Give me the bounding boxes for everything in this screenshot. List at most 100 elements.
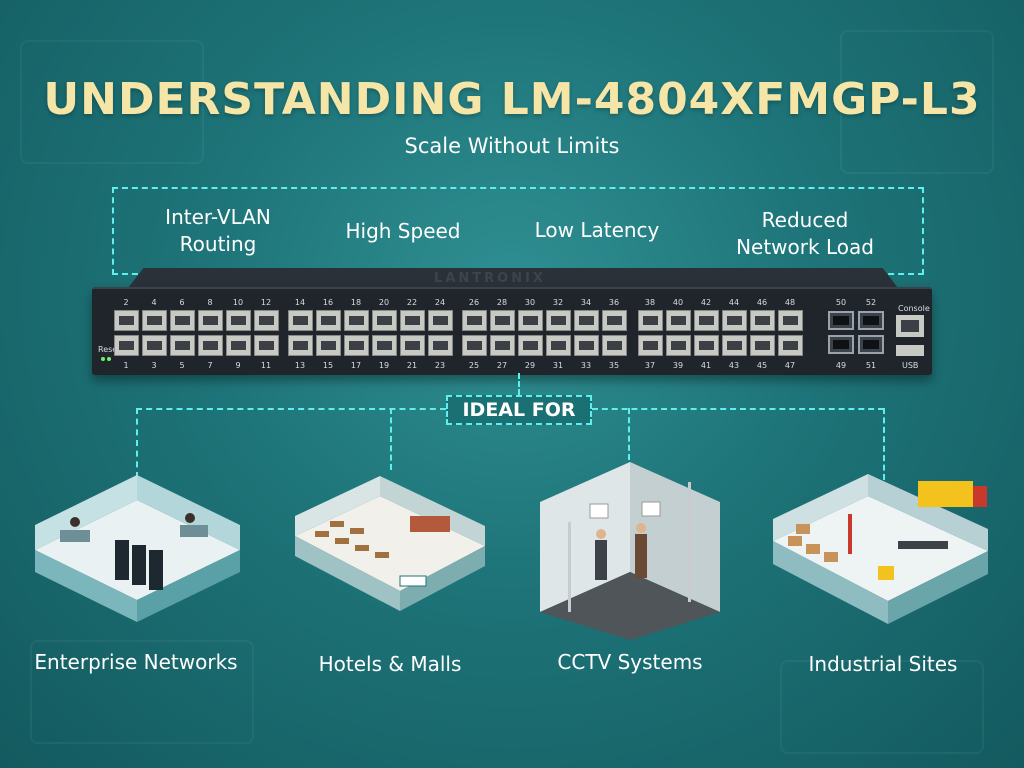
- feature-line: Network Load: [736, 235, 874, 259]
- port-number: 24: [434, 298, 446, 307]
- ethernet-port: [602, 335, 627, 356]
- ethernet-port: [288, 310, 313, 331]
- ethernet-port: [666, 310, 691, 331]
- connector-line: [136, 408, 446, 410]
- status-led: [101, 357, 105, 361]
- port-number: 42: [700, 298, 712, 307]
- ethernet-port: [602, 310, 627, 331]
- cctv-room-scene-icon: [540, 462, 720, 640]
- port-number: 34: [580, 298, 592, 307]
- ethernet-port: [316, 335, 341, 356]
- feature-inter-vlan-routing: Inter-VLAN Routing: [140, 204, 296, 258]
- ethernet-port: [170, 335, 195, 356]
- console-label: Console: [898, 304, 930, 313]
- reset-label: Reset: [98, 345, 121, 354]
- port-number: 29: [524, 361, 536, 370]
- feature-low-latency: Low Latency: [510, 217, 684, 244]
- port-number: 32: [552, 298, 564, 307]
- usb-label: USB: [902, 361, 919, 370]
- port-number: 47: [784, 361, 796, 370]
- ethernet-port: [518, 335, 543, 356]
- ethernet-port: [490, 310, 515, 331]
- ethernet-port: [638, 310, 663, 331]
- page-subtitle: Scale Without Limits: [404, 134, 620, 158]
- ethernet-port: [750, 335, 775, 356]
- port-number: 6: [179, 298, 185, 307]
- ethernet-port: [344, 335, 369, 356]
- connector-line: [136, 408, 138, 478]
- ethernet-port: [518, 310, 543, 331]
- enterprise-office-scene-icon: [35, 475, 240, 622]
- ethernet-port: [778, 335, 803, 356]
- ethernet-port: [372, 310, 397, 331]
- ethernet-port: [428, 335, 453, 356]
- connector-line: [628, 408, 630, 460]
- port-number: 45: [756, 361, 768, 370]
- ethernet-port: [428, 310, 453, 331]
- connector-line: [390, 408, 392, 470]
- background-shape: [840, 30, 994, 174]
- ethernet-port: [462, 335, 487, 356]
- background-shape: [780, 660, 984, 754]
- feature-line: Reduced: [761, 208, 849, 232]
- sfp-port: [858, 335, 884, 354]
- ethernet-port: [722, 335, 747, 356]
- ethernet-port: [288, 335, 313, 356]
- port-number: 3: [151, 361, 157, 370]
- port-number: 49: [835, 361, 847, 370]
- use-case-cctv-systems: CCTV Systems: [557, 650, 703, 674]
- usb-port: [896, 345, 924, 356]
- brand-logo: LANTRONIX: [434, 271, 546, 286]
- page-title: UNDERSTANDING LM-4804XFMGP-L3: [43, 74, 981, 125]
- ethernet-port: [574, 310, 599, 331]
- port-number: 14: [294, 298, 306, 307]
- port-number: 48: [784, 298, 796, 307]
- port-number: 50: [835, 298, 847, 307]
- port-number: 20: [378, 298, 390, 307]
- port-number: 17: [350, 361, 362, 370]
- port-number: 30: [524, 298, 536, 307]
- port-number: 36: [608, 298, 620, 307]
- ethernet-port: [316, 310, 341, 331]
- ethernet-port: [546, 310, 571, 331]
- ethernet-port: [722, 310, 747, 331]
- feature-reduced-network-load: Reduced Network Load: [720, 207, 890, 261]
- ethernet-port: [638, 335, 663, 356]
- feature-high-speed: High Speed: [320, 218, 486, 245]
- ethernet-port: [226, 310, 251, 331]
- port-number: 40: [672, 298, 684, 307]
- ethernet-port: [226, 335, 251, 356]
- ethernet-port: [666, 335, 691, 356]
- connector-line: [883, 408, 885, 480]
- ethernet-port: [490, 335, 515, 356]
- ethernet-port: [142, 335, 167, 356]
- port-number: 39: [672, 361, 684, 370]
- ethernet-port: [254, 310, 279, 331]
- port-number: 8: [207, 298, 213, 307]
- port-number: 31: [552, 361, 564, 370]
- switch-top-panel: [128, 268, 898, 288]
- ethernet-port: [114, 310, 139, 331]
- ethernet-port: [694, 335, 719, 356]
- use-case-enterprise-networks: Enterprise Networks: [34, 650, 238, 674]
- ethernet-port: [778, 310, 803, 331]
- sfp-port: [828, 311, 854, 330]
- ethernet-port: [750, 310, 775, 331]
- port-number: 19: [378, 361, 390, 370]
- ethernet-port: [400, 335, 425, 356]
- sfp-port: [858, 311, 884, 330]
- port-number: 13: [294, 361, 306, 370]
- ethernet-port: [400, 310, 425, 331]
- port-number: 11: [260, 361, 272, 370]
- port-number: 27: [496, 361, 508, 370]
- port-number: 35: [608, 361, 620, 370]
- port-number: 25: [468, 361, 480, 370]
- port-number: 1: [123, 361, 129, 370]
- feature-line: Low Latency: [534, 218, 660, 242]
- ethernet-port: [344, 310, 369, 331]
- ethernet-port: [462, 310, 487, 331]
- ethernet-port: [372, 335, 397, 356]
- port-number: 12: [260, 298, 272, 307]
- ethernet-port: [142, 310, 167, 331]
- warehouse-scene-icon: [773, 474, 988, 624]
